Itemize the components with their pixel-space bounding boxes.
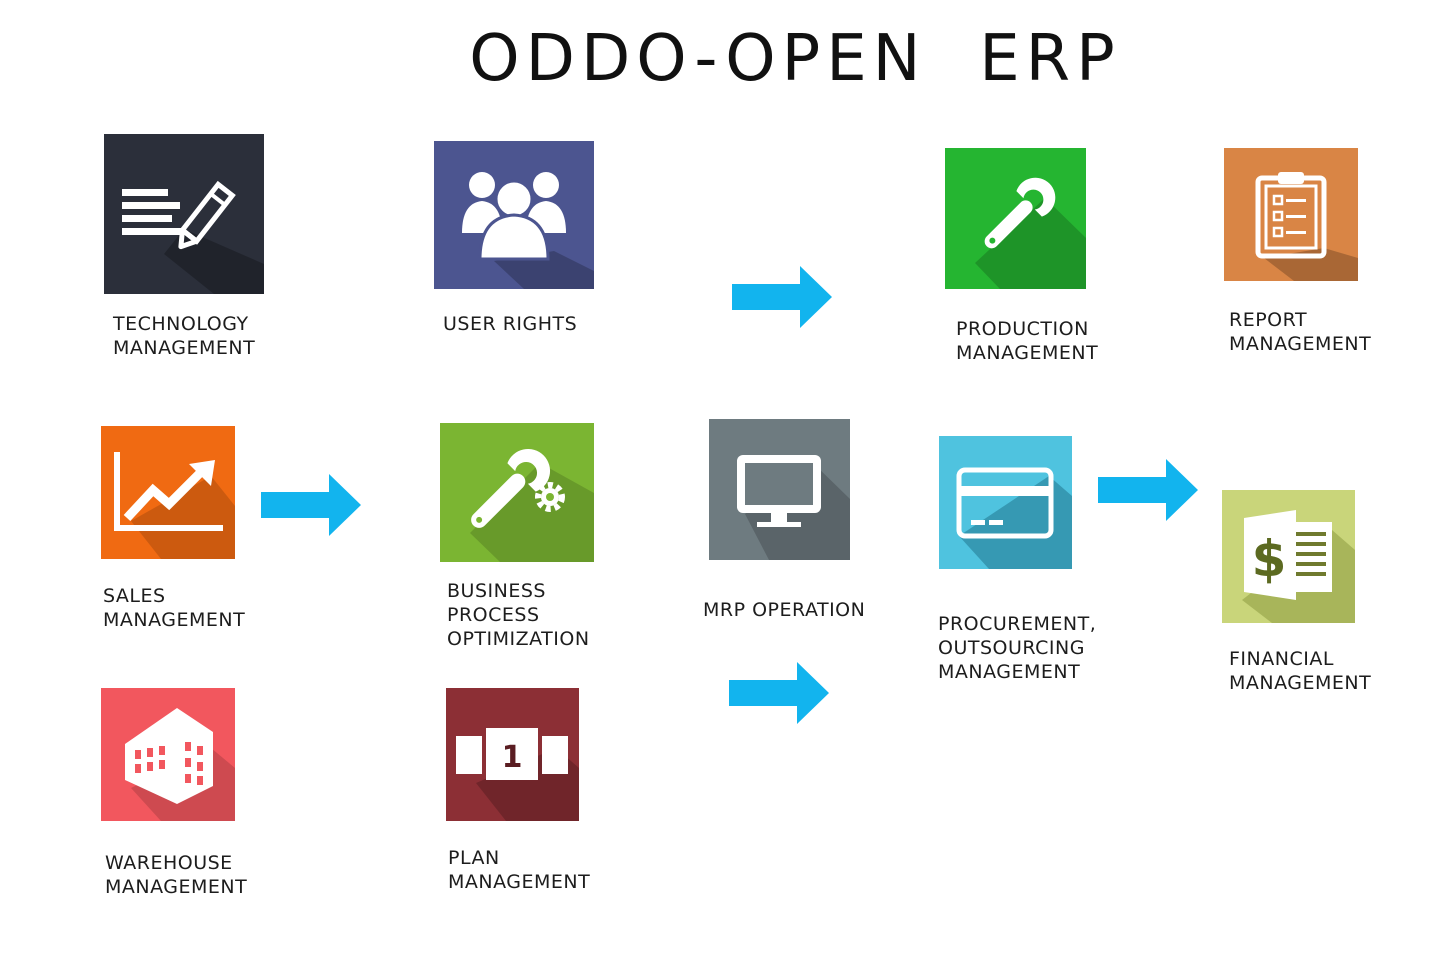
- production-management-label: PRODUCTION MANAGEMENT: [956, 318, 1099, 364]
- arrow-right-icon: [1098, 459, 1198, 521]
- svg-text:$: $: [1252, 530, 1287, 588]
- list-pencil-icon: [122, 180, 236, 250]
- mrp-operation-label: MRP OPERATION: [703, 599, 866, 621]
- clipboard-checklist-icon: [1255, 172, 1327, 259]
- dollar-document-icon: $: [1244, 510, 1332, 600]
- users-group-icon: [462, 172, 566, 261]
- plan-management-label: PLAN MANAGEMENT: [448, 847, 591, 893]
- user-rights-label: USER RIGHTS: [443, 313, 578, 335]
- business-process-tile[interactable]: [440, 423, 594, 562]
- monitor-icon: [737, 455, 821, 527]
- credit-card-icon: [956, 467, 1054, 539]
- mrp-operation-tile[interactable]: [709, 419, 850, 560]
- warehouse-management-tile[interactable]: [101, 688, 235, 821]
- financial-management-tile[interactable]: $: [1222, 490, 1355, 623]
- arrow-right-icon: [732, 266, 832, 328]
- report-management-tile[interactable]: [1224, 148, 1358, 281]
- tile-shadow: [959, 476, 1072, 569]
- user-rights-tile[interactable]: [434, 141, 594, 289]
- building-icon: [125, 708, 213, 804]
- warehouse-management-label: WAREHOUSE MANAGEMENT: [105, 852, 248, 898]
- sales-management-tile[interactable]: [101, 426, 235, 559]
- procurement-tile[interactable]: [939, 436, 1072, 569]
- wrench-icon: [984, 177, 1056, 249]
- technology-management-label: TECHNOLOGY MANAGEMENT: [113, 313, 256, 359]
- technology-management-tile[interactable]: [104, 134, 264, 294]
- financial-management-label: FINANCIAL MANAGEMENT: [1229, 648, 1372, 694]
- report-management-label: REPORT MANAGEMENT: [1229, 309, 1372, 355]
- rank-badge: 1: [502, 740, 523, 775]
- tile-shadow: [470, 463, 594, 562]
- arrow-right-icon: [261, 474, 361, 536]
- business-process-label: BUSINESS PROCESS OPTIMIZATION: [447, 580, 590, 650]
- trend-chart-icon: [114, 452, 223, 531]
- production-management-tile[interactable]: [945, 148, 1086, 289]
- procurement-label: PROCUREMENT, OUTSOURCING MANAGEMENT: [938, 613, 1097, 683]
- page-title: ODDO-OPEN ERP: [469, 22, 1121, 96]
- tile-shadow: [131, 476, 235, 559]
- tile-shadow: [975, 198, 1086, 289]
- wrench-gear-icon: [471, 448, 565, 528]
- ranking-icon: 1: [456, 728, 568, 780]
- arrow-right-icon: [729, 662, 829, 724]
- sales-management-label: SALES MANAGEMENT: [103, 585, 246, 631]
- plan-management-tile[interactable]: 1: [446, 688, 579, 821]
